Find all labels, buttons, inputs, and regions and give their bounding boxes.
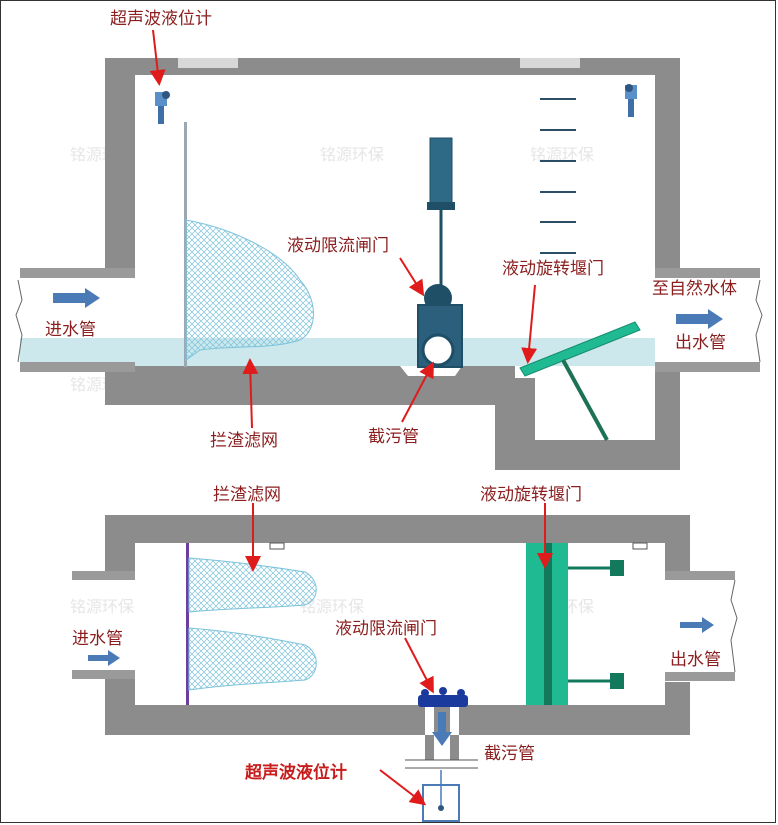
- screen-label: 拦渣滤网: [210, 431, 278, 451]
- bottom-outlet-arrow-icon: [680, 617, 714, 633]
- flow-limiting-gate: [417, 137, 463, 368]
- bottom-screen-frame: [186, 543, 189, 705]
- watermark-text: 铭源环保: [70, 597, 134, 616]
- bottom-pointers: [245, 503, 553, 806]
- bottom-flow-gate: [418, 687, 468, 707]
- bottom-section: 拦渣滤网 液动旋转堰门 液动限流闸门 进水管 出水管 截污管 超声波液位计: [72, 485, 738, 822]
- ultrasonic-sensor-icon: [625, 84, 637, 117]
- water-level-marks: [540, 98, 576, 254]
- ultrasonic-sensor-icon: [155, 91, 170, 124]
- outlet-label: 出水管: [675, 333, 726, 353]
- bottom-pipe-label: 截污管: [484, 744, 535, 764]
- bottom-inlet-label: 进水管: [72, 629, 123, 649]
- watermark-text: 铭源环保: [530, 145, 594, 164]
- weir-label: 液动旋转堰门: [502, 259, 604, 279]
- inlet-label: 进水管: [45, 320, 96, 340]
- pipe-break-lines: [405, 759, 478, 769]
- bottom-outlet-label: 出水管: [670, 650, 721, 670]
- gate-label: 液动限流闸门: [287, 236, 389, 256]
- outlet-top-label: 至自然水体: [652, 279, 737, 299]
- top-outlet-arrow-icon: [676, 309, 723, 329]
- bottom-screen-net-lower: [188, 627, 317, 691]
- bottom-outlet-pipe: [665, 571, 738, 681]
- wall-notch: [632, 542, 648, 550]
- pipe-down-arrow-icon: [432, 712, 452, 746]
- watermark-text: 铭源环保: [300, 597, 364, 616]
- bottom-sensor-label: 超声波液位计: [245, 762, 347, 783]
- bottom-weir-gate: [526, 543, 624, 705]
- top-tank-floor: [105, 362, 680, 470]
- bottom-screen-label: 拦渣滤网: [213, 485, 281, 505]
- watermark-text: 铭源环保: [320, 145, 384, 164]
- sensor-well: [422, 770, 460, 822]
- bottom-tank-walls: [105, 515, 690, 571]
- top-section: 超声波液位计 液动限流闸门 液动旋转堰门 进水管 至自然水体 出水管 拦渣滤网 …: [15, 9, 763, 470]
- sensor-label: 超声波液位计: [110, 9, 212, 29]
- wall-notch: [269, 542, 285, 550]
- roof-vent: [178, 58, 238, 68]
- pipe-label: 截污管: [368, 427, 419, 447]
- top-pointers: [149, 29, 538, 429]
- rotating-weir-gate: [519, 321, 641, 441]
- bottom-inlet-pipe: [72, 571, 135, 679]
- debris-screen-net: [185, 219, 314, 361]
- top-inlet-pipe: [15, 268, 135, 372]
- bottom-weir-label: 液动旋转堰门: [480, 485, 582, 505]
- bottom-inlet-arrow-icon: [88, 650, 120, 666]
- bottom-gate-label: 液动限流闸门: [335, 619, 437, 639]
- top-outlet-pipe: [655, 268, 763, 372]
- top-inlet-arrow-icon: [53, 288, 100, 308]
- bottom-tank-walls-lower: [105, 678, 690, 760]
- roof-vent: [520, 58, 580, 68]
